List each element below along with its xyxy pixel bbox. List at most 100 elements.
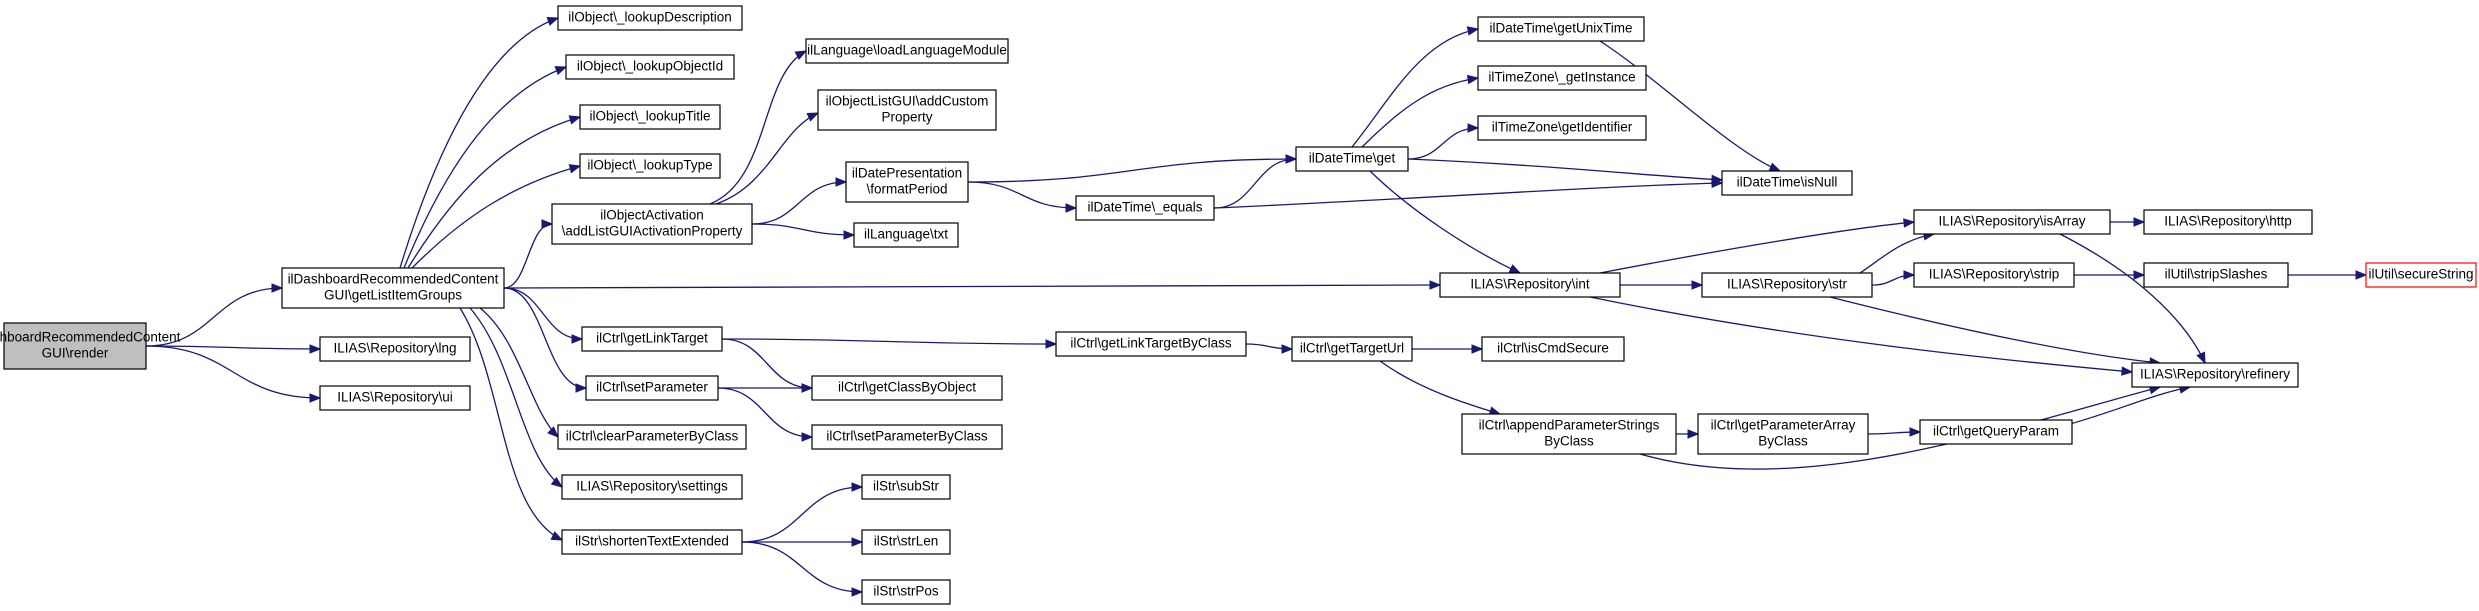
node-repoHttp[interactable]: ILIAS\Repository\http xyxy=(2143,209,2313,235)
node-box xyxy=(1913,262,2075,288)
node-label: ilObject\_lookupType xyxy=(587,158,712,173)
node-box xyxy=(1055,331,1247,357)
node-label: ilObject\_lookupTitle xyxy=(589,109,710,124)
arrowhead-repoInt-to-repoStr xyxy=(1691,280,1704,290)
arrowhead-repoInt-to-repoIsArray xyxy=(1903,218,1916,228)
node-getListItemGroups[interactable]: ilDashboardRecommendedContentGUI\getList… xyxy=(281,267,505,309)
node-label: ILIAS\Repository\refinery xyxy=(2140,367,2290,382)
edge-getListItemGroups-to-shortenTextExtended xyxy=(459,307,563,541)
node-isCmdSecure[interactable]: ilCtrl\isCmdSecure xyxy=(1481,336,1625,362)
node-box xyxy=(861,529,951,555)
edge-repoInt-to-repoIsArray xyxy=(1599,221,1915,274)
node-box xyxy=(845,161,969,203)
node-loadLanguageModule[interactable]: ilLanguage\loadLanguageModule xyxy=(805,38,1009,64)
node-ui[interactable]: ILIAS\Repository\ui xyxy=(319,385,471,411)
node-label: ILIAS\Repository\strip xyxy=(1929,267,2060,282)
node-getQueryParam[interactable]: ilCtrl\getQueryParam xyxy=(1919,419,2073,445)
edge-dtGet-to-getUnixTime xyxy=(1351,28,1479,148)
node-getTargetUrl[interactable]: ilCtrl\getTargetUrl xyxy=(1291,336,1413,362)
node-tzGetInstance[interactable]: ilTimeZone\_getInstance xyxy=(1477,65,1647,91)
node-lookupObjectId[interactable]: ilObject\_lookupObjectId xyxy=(565,54,735,80)
node-subStr[interactable]: ilStr\subStr xyxy=(861,474,951,500)
arrowhead-repoInt-to-repoRefinery xyxy=(2121,366,2134,376)
edge-getTargetUrl-to-appendParameterStringsByClass xyxy=(1379,360,1501,415)
node-label: ilObjectListGUI\addCustom xyxy=(826,94,989,109)
node-label: ilCtrl\getTargetUrl xyxy=(1300,341,1404,356)
edge-shortenTextExtended-to-subStr xyxy=(741,486,863,543)
node-dtIsNull[interactable]: ilDateTime\isNull xyxy=(1721,170,1853,196)
edge-addListGUIActivationProperty-to-langTxt xyxy=(751,223,855,236)
node-box xyxy=(1477,65,1647,91)
node-ctrlGetLinkTarget[interactable]: ilCtrl\getLinkTarget xyxy=(581,326,723,352)
arrowhead-getParameterArrayByClass-to-getQueryParam xyxy=(1909,427,1922,437)
arrowhead-formatPeriod-to-dtEquals xyxy=(1065,203,1078,213)
node-label: ilCtrl\clearParameterByClass xyxy=(566,429,739,444)
node-box xyxy=(565,54,735,80)
arrowhead-render-to-ui xyxy=(309,393,322,403)
node-box xyxy=(853,222,959,248)
arrowhead-getListItemGroups-to-lookupTitle xyxy=(568,115,582,125)
node-box xyxy=(811,375,1003,401)
node-tzGetIdentifier[interactable]: ilTimeZone\getIdentifier xyxy=(1477,115,1647,141)
edge-formatPeriod-to-dtEquals xyxy=(967,181,1077,209)
arrowhead-dtGet-to-dtIsNull xyxy=(1711,174,1724,185)
edge-addListGUIActivationProperty-to-formatPeriod xyxy=(751,181,847,225)
node-label: ilDateTime\getUnixTime xyxy=(1489,21,1632,36)
edge-getListItemGroups-to-lookupType xyxy=(411,165,581,269)
node-dtEquals[interactable]: ilDateTime\_equals xyxy=(1075,195,1215,221)
node-ctrlSetParameter[interactable]: ilCtrl\setParameter xyxy=(585,375,719,401)
node-getClassByObject[interactable]: ilCtrl\getClassByObject xyxy=(811,375,1003,401)
node-getUnixTime[interactable]: ilDateTime\getUnixTime xyxy=(1477,16,1645,42)
node-box xyxy=(861,474,951,500)
edge-getListItemGroups-to-addListGUIActivationProperty xyxy=(503,223,553,289)
node-label: ilDatePresentation xyxy=(852,166,962,181)
node-label: ilDashboardRecommendedContent xyxy=(0,330,181,345)
node-box xyxy=(3,322,147,370)
arrowhead-getListItemGroups-to-repoSettings xyxy=(550,476,564,488)
edge-getListItemGroups-to-lookupObjectId xyxy=(403,66,567,269)
node-strLen[interactable]: ilStr\strLen xyxy=(861,529,951,555)
node-label: ilDateTime\_equals xyxy=(1087,200,1202,215)
node-setParameterByClass[interactable]: ilCtrl\setParameterByClass xyxy=(811,424,1003,450)
node-shortenTextExtended[interactable]: ilStr\shortenTextExtended xyxy=(561,529,743,555)
edge-formatPeriod-to-dtGet xyxy=(967,158,1297,183)
node-box xyxy=(1913,209,2111,235)
node-box xyxy=(1721,170,1853,196)
node-repoStrip[interactable]: ILIAS\Repository\strip xyxy=(1913,262,2075,288)
node-addListGUIActivationProperty[interactable]: ilObjectActivation\addListGUIActivationP… xyxy=(551,203,753,245)
node-repoRefinery[interactable]: ILIAS\Repository\refinery xyxy=(2131,362,2299,388)
node-dtGet[interactable]: ilDateTime\get xyxy=(1295,146,1409,172)
node-repoInt[interactable]: ILIAS\Repository\int xyxy=(1439,272,1621,298)
node-box xyxy=(1477,115,1647,141)
node-label: ilCtrl\getLinkTarget xyxy=(596,331,708,346)
node-ctrlClearParameterByClass[interactable]: ilCtrl\clearParameterByClass xyxy=(557,424,747,450)
node-strPos[interactable]: ilStr\strPos xyxy=(861,579,951,605)
arrowhead-ctrlSetParameter-to-getClassByObject xyxy=(801,383,814,393)
edge-getListItemGroups-to-repoSettings xyxy=(469,307,563,488)
node-repoStr[interactable]: ILIAS\Repository\str xyxy=(1701,272,1873,298)
node-repoSettings[interactable]: ILIAS\Repository\settings xyxy=(561,474,743,500)
arrowhead-dtGet-to-tzGetInstance xyxy=(1466,74,1480,85)
node-formatPeriod[interactable]: ilDatePresentation\formatPeriod xyxy=(845,161,969,203)
node-lng[interactable]: ILIAS\Repository\lng xyxy=(319,336,471,362)
node-box xyxy=(585,375,719,401)
node-box xyxy=(557,424,747,450)
edge-getListItemGroups-to-ctrlGetLinkTarget xyxy=(503,287,583,340)
node-box xyxy=(579,104,721,130)
node-box xyxy=(1461,413,1677,455)
node-lookupType[interactable]: ilObject\_lookupType xyxy=(579,153,721,179)
node-lookupDescription[interactable]: ilObject\_lookupDescription xyxy=(557,5,743,31)
edge-ctrlGetLinkTarget-to-getClassByObject xyxy=(721,338,813,389)
node-secureString[interactable]: ilUtil\secureString xyxy=(2365,262,2477,288)
node-getLinkTargetByClass[interactable]: ilCtrl\getLinkTargetByClass xyxy=(1055,331,1247,357)
node-label: ilTimeZone\getIdentifier xyxy=(1492,120,1633,135)
node-box xyxy=(1291,336,1413,362)
node-lookupTitle[interactable]: ilObject\_lookupTitle xyxy=(579,104,721,130)
node-repoIsArray[interactable]: ILIAS\Repository\isArray xyxy=(1913,209,2111,235)
node-langTxt[interactable]: ilLanguage\txt xyxy=(853,222,959,248)
node-stripSlashes[interactable]: ilUtil\stripSlashes xyxy=(2143,262,2289,288)
